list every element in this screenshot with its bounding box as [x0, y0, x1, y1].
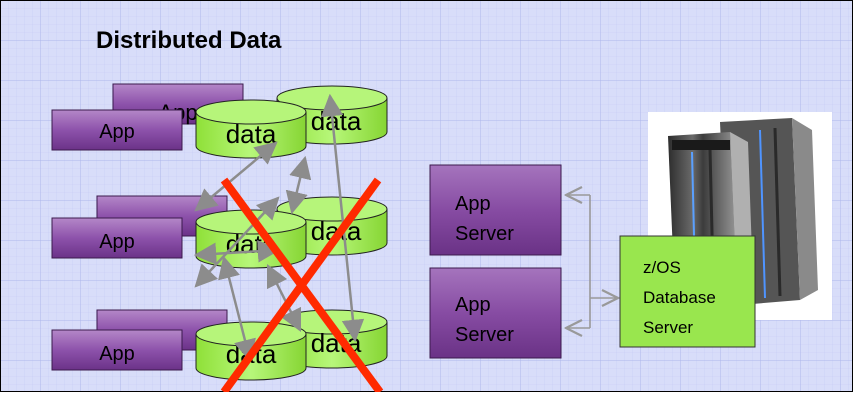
- db-server-label-line3: Server: [643, 318, 693, 337]
- db-server-label-line2: Database: [643, 288, 716, 307]
- app-server-label-line1: App: [455, 294, 491, 316]
- app-stack-row-2: App: [51, 195, 228, 259]
- app-label: App: [99, 231, 135, 253]
- data-label: data: [226, 119, 277, 149]
- sync-arrow: [285, 155, 312, 215]
- replication-arrows: [193, 93, 365, 363]
- db-server-label-line1: z/OS: [643, 258, 681, 277]
- red-x-icon: [220, 177, 384, 395]
- app-server-label-line2: Server: [455, 223, 514, 245]
- diagram-title: Distributed Data: [96, 27, 282, 54]
- app-server-label-line1: App: [455, 193, 491, 215]
- app-server-1: App Server: [429, 164, 562, 256]
- zos-database-server: z/OS Database Server: [619, 235, 756, 348]
- app-stack-row-3: App: [51, 309, 228, 371]
- sync-arrow: [193, 240, 281, 265]
- app-label: App: [99, 343, 135, 365]
- sync-arrow: [266, 263, 302, 333]
- server-connectors: [566, 195, 618, 328]
- sync-arrow: [320, 93, 365, 343]
- sync-arrow: [218, 255, 256, 363]
- data-cylinder-row-1-front: data: [195, 99, 307, 159]
- app-label: App: [99, 121, 135, 143]
- app-server-label-line2: Server: [455, 324, 514, 346]
- app-stack-row-1: App App: [51, 83, 244, 151]
- app-server-2: App Server: [429, 267, 562, 359]
- data-label: data: [311, 106, 362, 136]
